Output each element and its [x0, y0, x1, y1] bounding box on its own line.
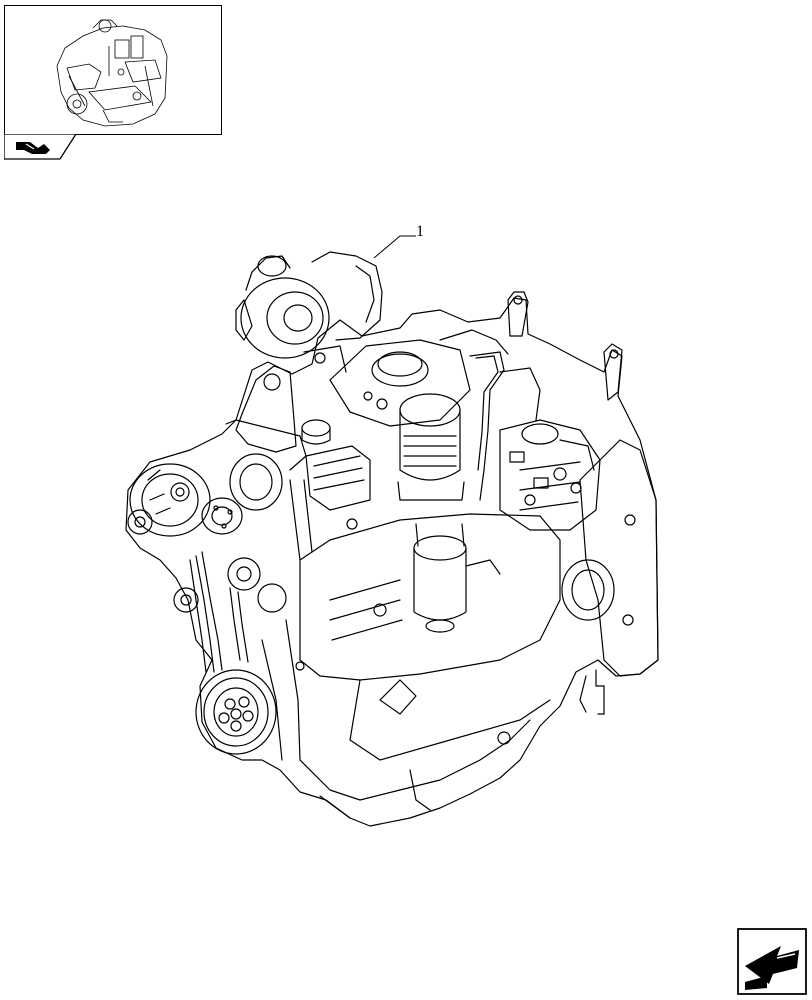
back-arrow-icon [3, 133, 78, 160]
next-page-button[interactable] [737, 928, 807, 995]
callout-number-1: 1 [416, 223, 424, 240]
thumbnail-tab[interactable] [3, 133, 78, 160]
engine-thumbnail-icon [56, 19, 168, 127]
next-page-arrow-icon [737, 928, 807, 995]
callout-leader-1 [373, 235, 416, 259]
engine-thumbnail[interactable] [4, 5, 222, 135]
